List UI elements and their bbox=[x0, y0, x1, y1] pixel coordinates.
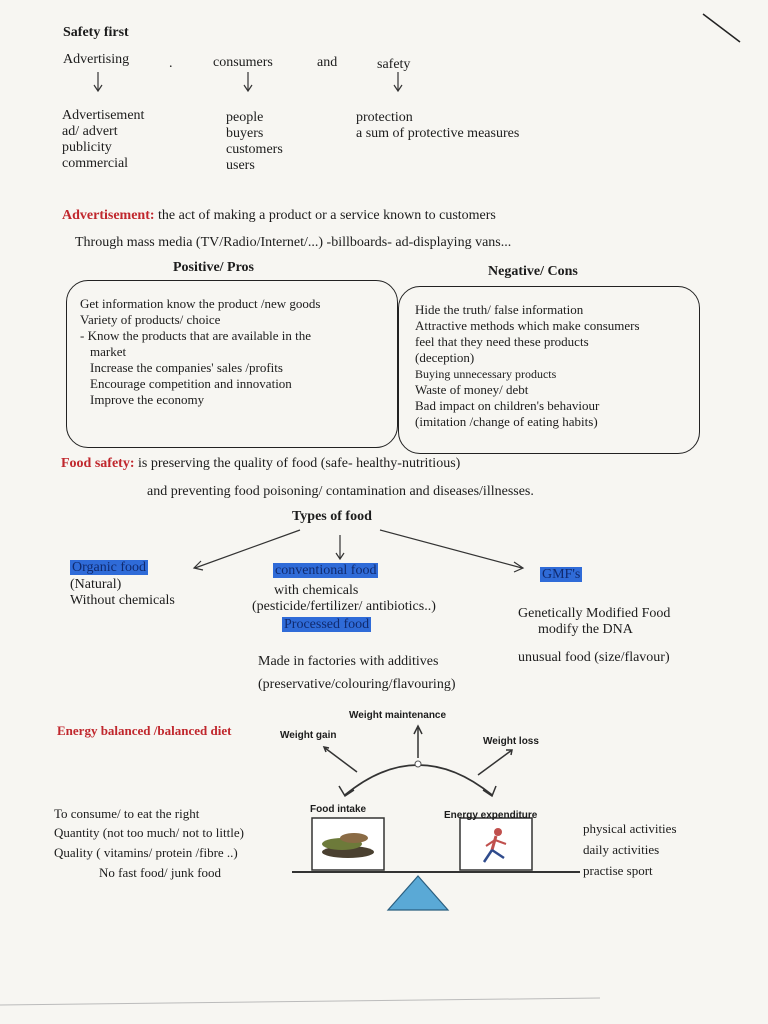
synonym-item: people bbox=[226, 110, 264, 125]
cons-item: Bad impact on children's behaviour bbox=[415, 398, 600, 413]
synonym-item: commercial bbox=[62, 156, 129, 171]
cons-heading: Negative/ Cons bbox=[488, 264, 578, 279]
down-arrows bbox=[93, 72, 403, 93]
conventional-label: conventional food bbox=[273, 563, 379, 578]
diet-right-lines: physical activities daily activities pra… bbox=[583, 818, 677, 881]
food-safety-line2: and preventing food poisoning/ contamina… bbox=[147, 484, 534, 499]
word-safety: safety bbox=[377, 57, 411, 72]
word-consumers: consumers bbox=[213, 55, 273, 70]
cons-list: Hide the truth/ false information Attrac… bbox=[415, 302, 640, 430]
synonym-item: a sum of protective measures bbox=[356, 126, 520, 141]
diet-left-line: Quality ( vitamins/ protein /fibre ..) bbox=[54, 845, 238, 860]
synonym-item: buyers bbox=[226, 126, 264, 141]
synonyms-safety: protection a sum of protective measures bbox=[356, 110, 519, 142]
cons-item: Waste of money/ debt bbox=[415, 382, 529, 397]
word-advertising: Advertising bbox=[63, 52, 130, 67]
gmo-line: Genetically Modified Food bbox=[518, 606, 671, 621]
synonym-item: users bbox=[226, 158, 255, 173]
types-heading: Types of food bbox=[292, 509, 372, 524]
processed-line: (preservative/colouring/flavouring) bbox=[258, 677, 456, 692]
food-intake-label: Food intake bbox=[310, 804, 367, 815]
word-and: and bbox=[317, 55, 338, 70]
cons-item: Hide the truth/ false information bbox=[415, 302, 584, 317]
weight-loss-label: Weight loss bbox=[483, 736, 539, 747]
organic-lines: (Natural) Without chemicals bbox=[70, 577, 175, 609]
synonym-item: customers bbox=[226, 142, 283, 157]
cons-item: Attractive methods which make consumers bbox=[415, 318, 640, 333]
cons-item: (deception) bbox=[415, 350, 475, 365]
synonym-item: ad/ advert bbox=[62, 124, 118, 139]
gmo-line: unusual food (size/flavour) bbox=[518, 650, 670, 665]
diet-left-line: No fast food/ junk food bbox=[99, 865, 222, 880]
types-arrows bbox=[192, 529, 525, 573]
cons-item: Buying unnecessary products bbox=[415, 367, 557, 381]
conventional-lines: with chemicals (pesticide/fertilizer/ an… bbox=[252, 583, 436, 615]
food-safety-text: is preserving the quality of food (safe-… bbox=[138, 456, 461, 471]
separator-dot: . bbox=[169, 56, 173, 71]
diet-right-line: physical activities bbox=[583, 821, 677, 836]
synonym-item: publicity bbox=[62, 140, 112, 155]
synonym-item: protection bbox=[356, 110, 413, 125]
page-edge-line bbox=[0, 997, 601, 1006]
organic-line: (Natural) bbox=[70, 577, 122, 592]
processed-label: Processed food bbox=[282, 617, 372, 632]
diet-title: Energy balanced /balanced diet bbox=[57, 723, 232, 738]
page-title: Safety first bbox=[63, 25, 129, 40]
cons-item: (imitation /change of eating habits) bbox=[415, 414, 598, 429]
diet-right-line: practise sport bbox=[583, 863, 653, 878]
diet-right-line: daily activities bbox=[583, 842, 660, 857]
conventional-line: with chemicals bbox=[274, 583, 359, 598]
advertisement-definition: Advertisement: the act of making a produ… bbox=[62, 208, 496, 224]
synonyms-advertising: Advertisement ad/ advert publicity comme… bbox=[62, 108, 144, 172]
pros-item: Get information know the product /new go… bbox=[80, 296, 321, 311]
pros-item: market bbox=[90, 344, 127, 359]
synonyms-consumers: people buyers customers users bbox=[226, 110, 283, 174]
advertisement-media: Through mass media (TV/Radio/Internet/..… bbox=[75, 235, 512, 250]
processed-lines: Made in factories with additives (preser… bbox=[258, 647, 455, 693]
weight-maintenance-label: Weight maintenance bbox=[349, 710, 447, 721]
advertisement-text: the act of making a product or a service… bbox=[158, 208, 496, 223]
cons-box bbox=[398, 286, 700, 454]
pros-heading: Positive/ Pros bbox=[173, 260, 255, 275]
pros-item: - Know the products that are available i… bbox=[80, 328, 312, 343]
weight-gain-label: Weight gain bbox=[280, 730, 337, 741]
synonym-item: Advertisement bbox=[62, 108, 145, 123]
diet-left-lines: To consume/ to eat the right Quantity (n… bbox=[54, 804, 244, 882]
corner-arrow bbox=[702, 13, 741, 43]
pros-item: Variety of products/ choice bbox=[80, 312, 221, 327]
pros-item: Improve the economy bbox=[90, 392, 205, 407]
balance-diagram bbox=[292, 724, 580, 911]
processed-line: Made in factories with additives bbox=[258, 654, 439, 669]
energy-expenditure-label: Energy expenditure bbox=[444, 810, 538, 821]
pros-box bbox=[66, 280, 398, 448]
gmo-line: modify the DNA bbox=[538, 622, 633, 637]
organic-label: Organic food bbox=[70, 560, 148, 575]
food-safety-term: Food safety: bbox=[61, 456, 135, 471]
cons-item: feel that they need these products bbox=[415, 334, 589, 349]
diet-left-line: To consume/ to eat the right bbox=[54, 806, 200, 821]
pros-item: Increase the companies' sales /profits bbox=[90, 360, 283, 375]
food-safety-line1: Food safety: is preserving the quality o… bbox=[61, 456, 460, 472]
advertisement-term: Advertisement: bbox=[62, 208, 155, 223]
organic-line: Without chemicals bbox=[70, 593, 175, 608]
diet-left-line: Quantity (not too much/ not to little) bbox=[54, 825, 244, 840]
pros-item: Encourage competition and innovation bbox=[90, 376, 292, 391]
pros-list: Get information know the product /new go… bbox=[80, 296, 320, 408]
conventional-line: (pesticide/fertilizer/ antibiotics..) bbox=[252, 599, 436, 614]
gmo-label: GMF's bbox=[540, 567, 583, 582]
gmo-lines: Genetically Modified Food modify the DNA… bbox=[518, 606, 670, 666]
